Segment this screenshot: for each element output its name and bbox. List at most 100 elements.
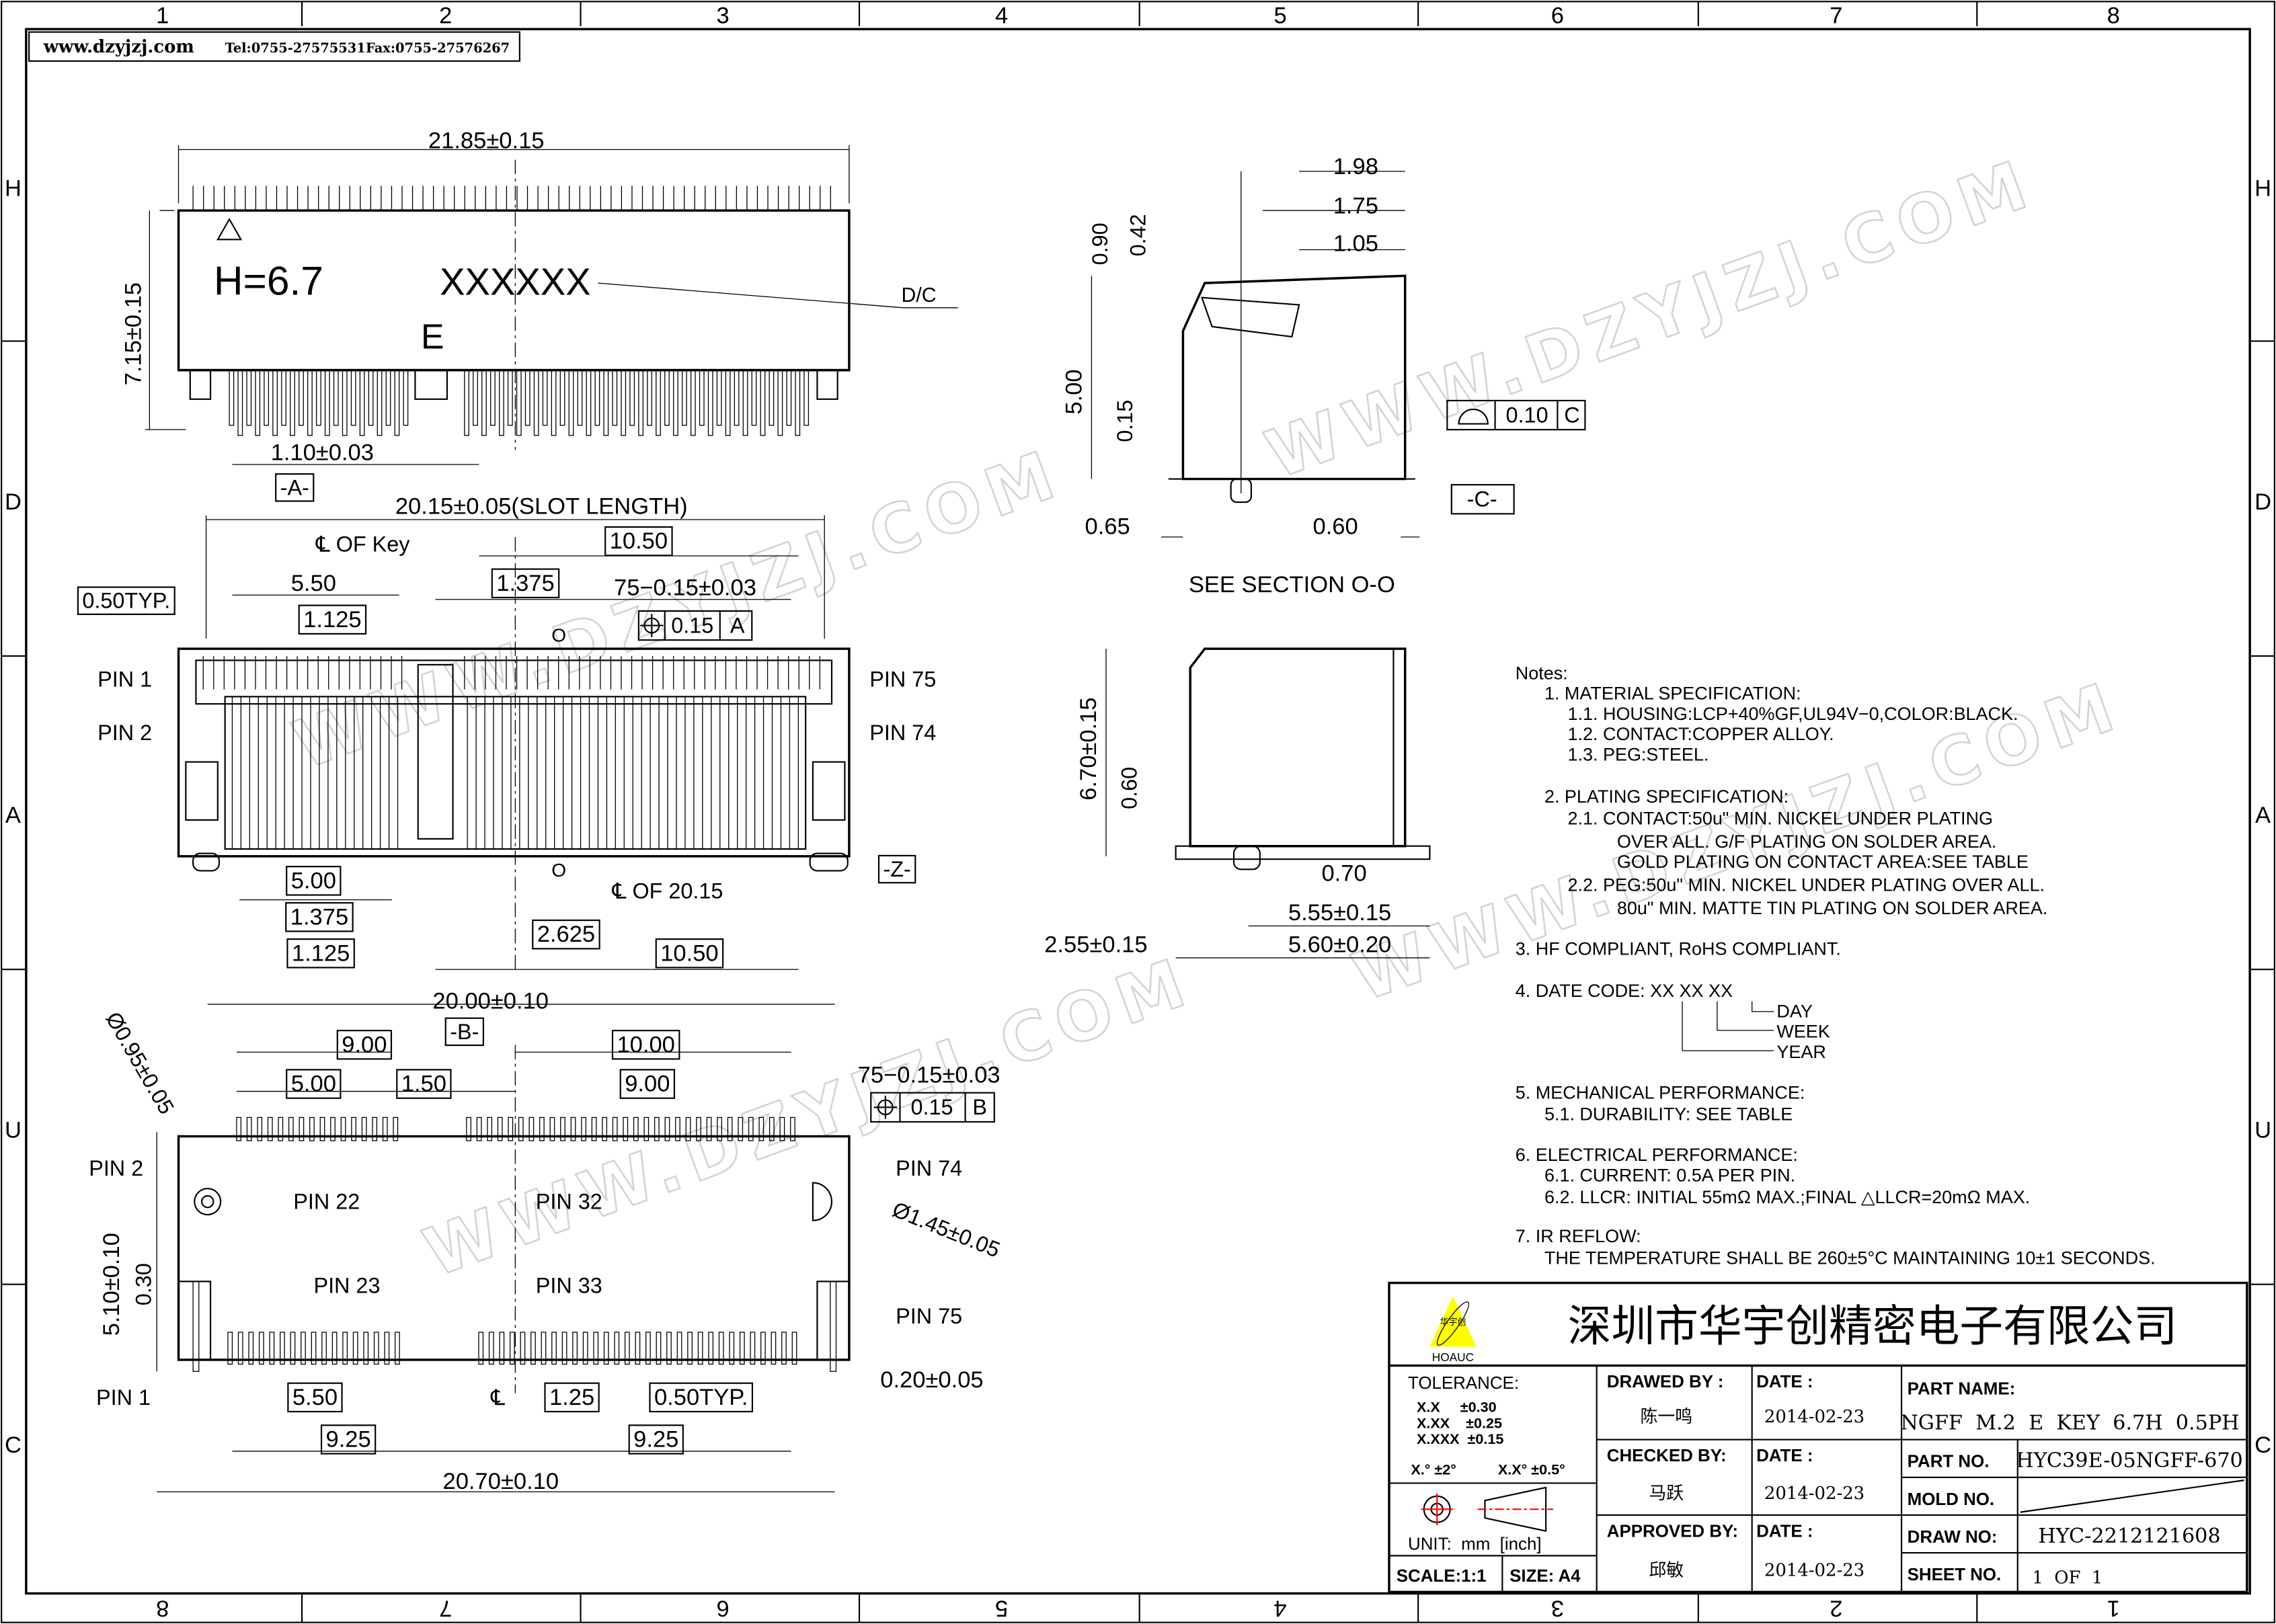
footprint-view-dimension-label: 5.00 xyxy=(291,1071,336,1097)
approved-by-label: APPROVED BY: xyxy=(1607,1522,1738,1541)
note-line: THE TEMPERATURE SHALL BE 260±5°C MAINTAI… xyxy=(1544,1248,2156,1268)
footprint-view-dimension-label: 1.50 xyxy=(401,1071,446,1097)
section-view-dimension-label: 0.60 xyxy=(1312,514,1358,540)
footprint-view xyxy=(156,1004,995,1493)
label-frame xyxy=(396,1069,452,1099)
side-view-dimension-label: 5.60±0.20 xyxy=(1288,932,1391,957)
note-line: 6.2. LLCR: INITIAL 55mΩ MAX.;FINAL △LLCR… xyxy=(1544,1187,2030,1207)
footprint-view-dimension-label: 9.00 xyxy=(342,1032,387,1057)
zone-column-label: 2 xyxy=(439,3,452,29)
date-code-leaders xyxy=(1682,1001,1774,1051)
zone-row-label: C xyxy=(5,1432,22,1458)
note-line: 1.2. CONTACT:COPPER ALLOY. xyxy=(1568,724,1834,744)
drawed-by-label: DRAWED BY : xyxy=(1607,1373,1724,1391)
note-line: WEEK xyxy=(1776,1022,1830,1042)
zone-column-label: 6 xyxy=(1551,3,1564,29)
zone-column-label: 2 xyxy=(1830,1595,1842,1621)
top-view xyxy=(145,145,958,465)
checked-date: 2014-02-23 xyxy=(1764,1484,1865,1504)
section-view-dimension-label: 0.90 xyxy=(1088,222,1112,265)
zone-column-label: 1 xyxy=(156,3,169,29)
section-view-dimension-label: 1.75 xyxy=(1333,193,1378,218)
slot-view-dimension-label: O xyxy=(551,860,566,881)
zone-column-label: 5 xyxy=(995,1595,1008,1621)
tolerance-row: X.X ±0.30 xyxy=(1417,1399,1497,1416)
footprint-view-dimension-label: PIN 22 xyxy=(293,1189,360,1213)
label-frame xyxy=(77,586,175,615)
slot-view-dimension-label: PIN 74 xyxy=(869,721,936,745)
note-line: 1.1. HOUSING:LCP+40%GF,UL94V−0,COLOR:BLA… xyxy=(1568,704,2018,724)
drawed-date: 2014-02-23 xyxy=(1764,1407,1865,1427)
side-view-dimension-label: 6.70±0.15 xyxy=(1076,697,1101,800)
footprint-view-dimension-label: 0.15 xyxy=(910,1095,953,1119)
label-frame xyxy=(285,902,354,932)
part-no-label: PART NO. xyxy=(1908,1453,1990,1471)
footprint-view-dimension-label: Ø0.95±0.05 xyxy=(101,1008,179,1118)
slot-view-dimension-label: O xyxy=(551,624,566,645)
note-line: 5.1. DURABILITY: SEE TABLE xyxy=(1544,1104,1793,1125)
footprint-view-dimension-label: 9.25 xyxy=(633,1426,678,1452)
footprint-view-dimension-label: 0.20±0.05 xyxy=(880,1367,983,1393)
slot-view-dimension-label: 0.15 xyxy=(671,613,713,637)
side-view-dimension-label: 0.60 xyxy=(1117,767,1141,809)
slot-view-dimension-label: ℄ OF 20.15 xyxy=(612,879,723,903)
note-line: 2.2. PEG:50u" MIN. NICKEL UNDER PLATING … xyxy=(1568,875,2045,895)
side-view-dimension-label: 0.70 xyxy=(1321,861,1366,887)
slot-view-dimension-label: 0.50TYP. xyxy=(82,589,170,613)
position-tolerance-icon xyxy=(640,614,664,637)
slot-view-dimension-label: 1.375 xyxy=(290,904,348,930)
title-block: 华宇创 HOAUC 深圳市华宇创精密电子有限公司 TOLERANCE: X.X … xyxy=(1388,1281,2248,1594)
footprint-view-dimension-label: B xyxy=(972,1095,987,1119)
note-line: 1. MATERIAL SPECIFICATION: xyxy=(1544,684,1801,704)
zone-column-label: 3 xyxy=(716,3,729,29)
slot-view-dimension-label: 20.15±0.05(SLOT LENGTH) xyxy=(395,493,688,519)
section-view-dimension-label: 0.15 xyxy=(1113,400,1137,442)
footprint-view-dimension-label: 10.00 xyxy=(617,1032,674,1057)
zone-column-label: 1 xyxy=(2107,1595,2120,1621)
zone-column-label: 8 xyxy=(156,1595,169,1621)
zone-row-label: A xyxy=(5,803,21,828)
note-line: 80u" MIN. MATTE TIN PLATING ON SOLDER AR… xyxy=(1617,898,2047,918)
position-tolerance-icon xyxy=(873,1096,898,1119)
label-frame xyxy=(275,473,315,502)
note-line: 7. IR REFLOW: xyxy=(1516,1226,1641,1246)
date-label: DATE : xyxy=(1756,1373,1813,1391)
label-frame xyxy=(628,1424,684,1455)
sheet-no: 1 OF 1 xyxy=(2032,1568,2103,1588)
section-view-dimension-label: 0.42 xyxy=(1126,214,1150,256)
profile-tolerance-icon xyxy=(1458,408,1489,425)
size-text: SIZE: A4 xyxy=(1509,1567,1581,1586)
angle-tolerance: X.X° ±0.5° xyxy=(1498,1461,1565,1477)
label-frame xyxy=(604,526,673,557)
section-view-dimension-label: 0.10 xyxy=(1506,403,1548,427)
section-view-dimension-label: 1.05 xyxy=(1333,231,1378,257)
label-frame xyxy=(655,938,724,969)
note-line: Notes: xyxy=(1516,663,1568,683)
top-view-dimension-label: H=6.7 xyxy=(214,257,323,303)
zone-column-label: 4 xyxy=(995,3,1008,29)
label-frame xyxy=(287,1382,343,1413)
triangle-mark-icon xyxy=(216,217,243,241)
footprint-view-dimension-label: PIN 1 xyxy=(96,1385,151,1410)
draw-no: HYC-2212121608 xyxy=(2038,1525,2220,1548)
note-line: 4. DATE CODE: XX XX XX xyxy=(1516,981,1733,1001)
part-name: NGFF M.2 E KEY 6.7H 0.5PH xyxy=(1900,1412,2239,1435)
label-frame xyxy=(532,919,600,950)
label-frame xyxy=(649,1382,754,1413)
top-view-dimension-label: XXXXXX xyxy=(440,260,591,302)
label-frame xyxy=(611,1030,680,1060)
side-view xyxy=(1105,647,1431,959)
footprint-view-dimension-label: 5.50 xyxy=(292,1385,338,1410)
zone-row-label: C xyxy=(2254,1432,2271,1458)
notes: Notes:1. MATERIAL SPECIFICATION:1.1. HOU… xyxy=(1516,663,2156,1268)
tolerance-row: X.XXX ±0.15 xyxy=(1417,1430,1503,1447)
slot-view-dimension-label: 75−0.15±0.03 xyxy=(614,575,756,600)
slot-view-dimension-label: PIN 2 xyxy=(97,721,152,745)
footprint-view-dimension-label: PIN 75 xyxy=(896,1304,962,1328)
slot-view-dimension-label: PIN 1 xyxy=(97,667,152,691)
footprint-view-dimension-label: 9.00 xyxy=(625,1071,670,1097)
part-no: HYC39E-05NGFF-670 xyxy=(2016,1449,2243,1473)
note-line: 5. MECHANICAL PERFORMANCE: xyxy=(1516,1082,1805,1102)
